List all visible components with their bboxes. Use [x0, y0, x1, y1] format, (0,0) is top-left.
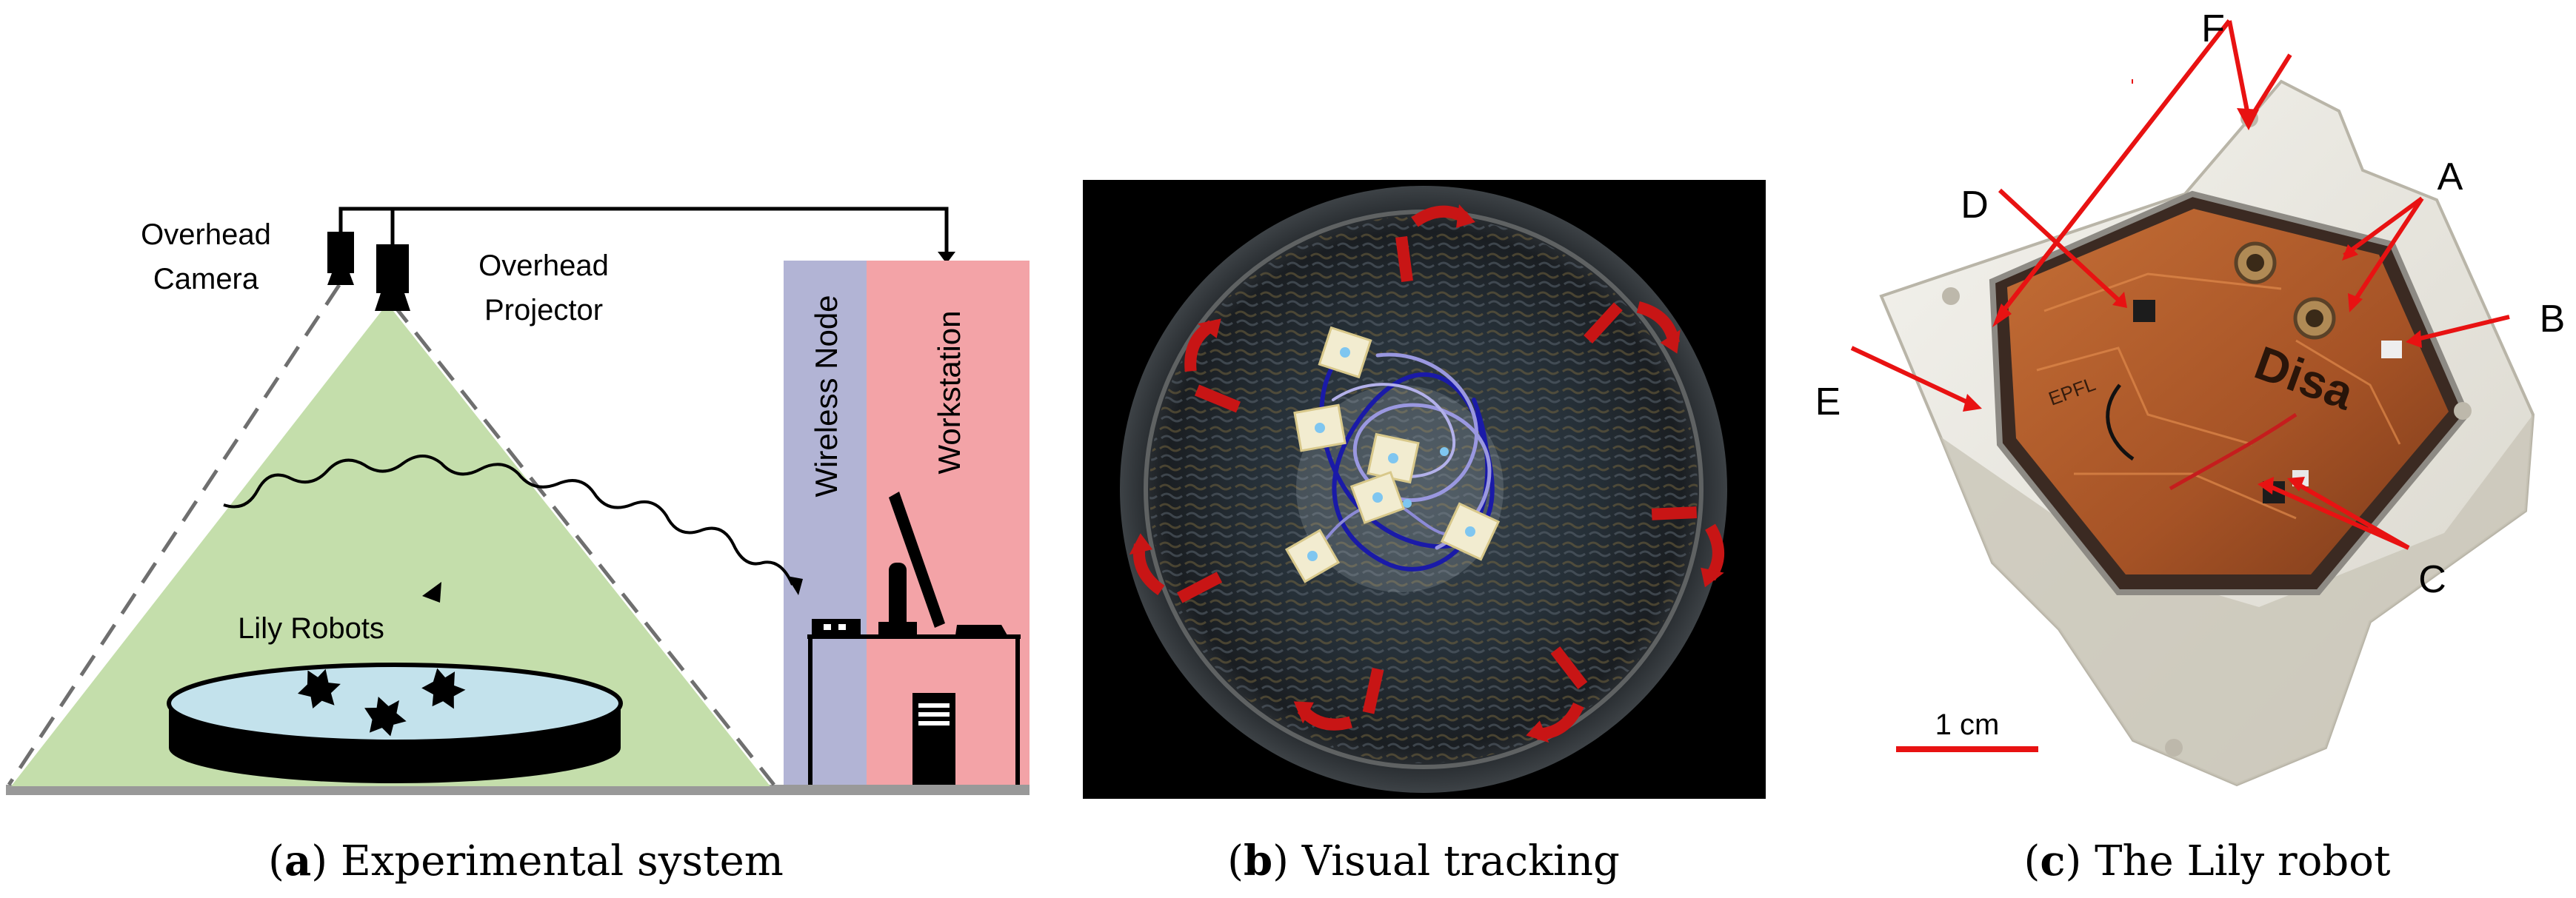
caption-b-letter: b [1244, 837, 1272, 885]
red-arrow [1395, 204, 1475, 283]
monitor-icon [878, 492, 1007, 637]
overhead-projector-icon [375, 244, 410, 311]
caption-c-letter: c [2040, 837, 2065, 885]
overhead-projector-label: Overhead [478, 249, 609, 282]
pointer-f-pair [1998, 19, 2232, 317]
overhead-camera-label-2: Camera [153, 263, 259, 295]
wireless-node-label: Wireless Node [809, 295, 844, 497]
caption-a-letter: a [284, 837, 311, 885]
overhead-camera-icon [327, 232, 354, 285]
lily-robots-label: Lily Robots [238, 612, 384, 645]
pcb-chip [2133, 300, 2155, 322]
pointer-heads [1963, 108, 2422, 495]
lily-robot-1 [297, 669, 341, 708]
squiggle-arrowhead-left [422, 582, 441, 603]
wireless-signal-squiggle [223, 455, 794, 586]
scale-bar-label: 1 cm [1935, 708, 2000, 741]
camera-fov-line [7, 284, 341, 786]
label-b: B [2540, 298, 2566, 341]
dish-texture [1149, 215, 1698, 763]
label-f: F [2201, 7, 2225, 50]
caption-a: (a) Experimental system [268, 837, 784, 885]
lily-robot-2 [364, 696, 407, 737]
label-a: A [2437, 155, 2463, 198]
tracked-robot-centers [1307, 347, 1475, 561]
floor [6, 785, 1030, 795]
computer-tower-icon [912, 693, 955, 785]
red-arrow [1651, 506, 1724, 588]
projection-cone [11, 304, 770, 786]
pcb-traces [2036, 272, 2401, 520]
panel-c-lily-robot-photo: Disa EPFL [1815, 7, 2566, 787]
label-e: E [1815, 381, 1841, 423]
pointer-f [2248, 53, 2292, 120]
red-arrow [1526, 646, 1588, 743]
overhead-projector-label-2: Projector [484, 294, 603, 326]
caption-c: (c) The Lily robot [2024, 837, 2391, 885]
red-arrow [1584, 301, 1681, 354]
robot-shell-side [1941, 415, 2533, 785]
red-arrow [1129, 533, 1223, 603]
label-d: D [1961, 184, 1989, 227]
panel-a-experimental-system: Overhead Camera Overhead Projector Wirel… [6, 207, 1030, 795]
lily-robot-3 [421, 668, 466, 709]
projector-fov-line [391, 302, 775, 786]
pcb-led [2381, 341, 2402, 358]
pcb-wire-red [2169, 412, 2298, 491]
cable-arrowhead [938, 252, 955, 264]
stimulus-arrows [1129, 204, 1724, 743]
label-c: C [2418, 558, 2446, 601]
caption-b: (b) Visual tracking [1227, 837, 1620, 885]
pcb-wire-black [2106, 383, 2135, 461]
wireless-node-band [784, 261, 867, 785]
panel-b-visual-tracking [1083, 180, 1766, 799]
wireless-node-device [812, 619, 861, 637]
motor-icon [2234, 241, 2336, 340]
caption-a-text: Experimental system [327, 837, 784, 885]
pointer-f-pair-2 [2227, 20, 2251, 119]
squiggle-arrowhead-right [787, 576, 803, 595]
captions: (a) Experimental system (b) Visual track… [268, 837, 2391, 885]
overhead-camera-label: Overhead [141, 218, 271, 251]
caption-b-text: Visual tracking [1289, 837, 1620, 885]
camera-cable [338, 207, 949, 253]
red-arrow [1293, 667, 1384, 731]
workstation-label: Workstation [932, 311, 967, 475]
caption-c-text: The Lily robot [2081, 837, 2391, 885]
red-arrow [1184, 318, 1241, 413]
